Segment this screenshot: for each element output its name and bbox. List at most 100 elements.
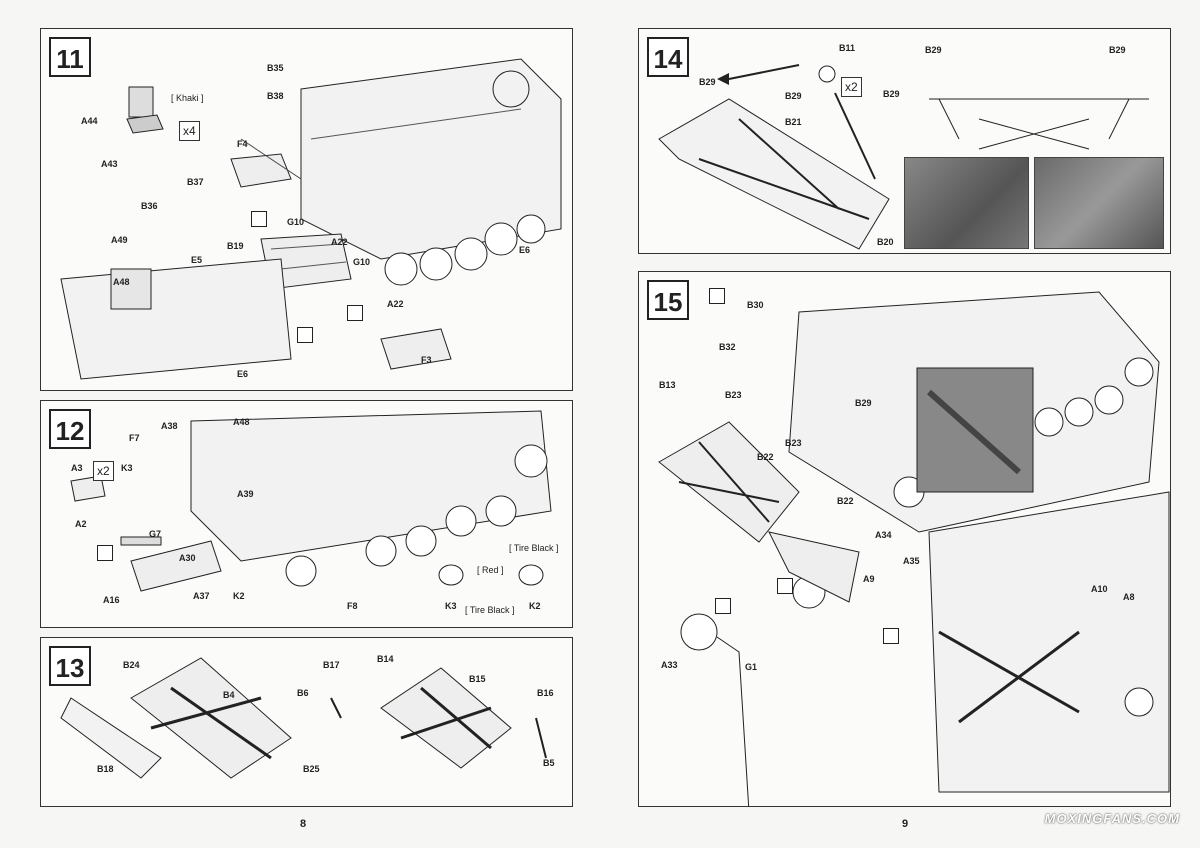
label-a38: A38 [161,421,178,431]
label-b23-2: B23 [785,438,802,448]
label-a44: A44 [81,116,98,126]
watermark: MOXINGFANS.COM [1044,811,1180,826]
label-b13: B13 [659,380,676,390]
label-b4: B4 [223,690,235,700]
label-b20: B20 [877,237,894,247]
step-15-panel: 15 B30 B32 B13 B23 B22 B23 [638,271,1171,807]
label-e6: E6 [519,245,531,255]
label-a2: A2 [75,519,87,529]
label-a49: A49 [111,235,128,245]
label-a3: A3 [71,463,83,473]
label-b29-3: B29 [925,45,942,55]
step-number: 15 [647,280,689,320]
step-12-drawing [70,410,552,592]
no-glue-icon [883,628,899,644]
step-14-panel: 14 B29 B11 B29 x2 B21 B20 B29 B29 B29 [638,28,1171,254]
glue-icon [347,305,363,321]
label-k2-2: K2 [529,601,541,611]
label-a37: A37 [193,591,210,601]
label-k2: K2 [233,591,245,601]
label-f7: F7 [129,433,140,443]
paint-icon [715,598,731,614]
label-b29-2: B29 [785,91,802,101]
reference-photo-2 [1034,157,1164,249]
label-f4: F4 [237,139,248,149]
step-15-drawing [658,291,1170,806]
page-number: 8 [300,818,307,830]
step-12-panel: 12 A3 x2 K3 A38 F7 A48 A39 A2 G7 A30 A16… [40,400,573,628]
label-a48: A48 [233,417,250,427]
label-b17: B17 [323,660,340,670]
label-b29: B29 [855,398,872,408]
page-number: 9 [902,818,909,830]
label-b15: B15 [469,674,486,684]
label-a10: A10 [1091,584,1108,594]
label-f3: F3 [421,355,432,365]
left-page: 11 A44 [40,28,573,830]
right-page: 14 B29 B11 B29 x2 B21 B20 B29 B29 B29 15 [600,0,1200,848]
label-a34: A34 [875,530,892,540]
label-red: [ Red ] [477,565,504,575]
multiplier: x2 [841,77,862,97]
label-a16: A16 [103,595,120,605]
label-a39: A39 [237,489,254,499]
label-tire-black-bottom: [ Tire Black ] [465,605,515,615]
label-b30: B30 [747,300,764,310]
label-e5: E5 [191,255,203,265]
multiplier: x4 [179,121,200,141]
label-b35: B35 [267,63,284,73]
paint-icon [97,545,113,561]
step-13-drawing [60,657,547,779]
label-f8: F8 [347,601,358,611]
step-number: 12 [49,409,91,449]
label-b14: B14 [377,654,394,664]
label-b29-4: B29 [1109,45,1126,55]
no-glue-icon [777,578,793,594]
step-14-drawing [658,64,1149,250]
reference-photo-1 [904,157,1029,249]
step-number: 13 [49,646,91,686]
label-b16: B16 [537,688,554,698]
label-b29: B29 [699,77,716,87]
label-k3: K3 [121,463,133,473]
paint-icon [251,211,267,227]
label-a48: A48 [113,277,130,287]
label-a22-2: A22 [387,299,404,309]
label-g1: G1 [745,662,758,672]
label-b21: B21 [785,117,802,127]
multiplier: x2 [93,461,114,481]
step-11-drawing [60,58,562,380]
label-g7: G7 [149,529,162,539]
label-b19: B19 [227,241,244,251]
label-b25: B25 [303,764,320,774]
label-b22-2: B22 [837,496,854,506]
label-tire-black-top: [ Tire Black ] [509,543,559,553]
label-k3-2: K3 [445,601,457,611]
no-glue-icon [297,327,313,343]
label-b6: B6 [297,688,309,698]
label-g10: G10 [287,217,305,227]
label-b32: B32 [719,342,736,352]
label-g10-2: G10 [353,257,371,267]
label-a9: A9 [863,574,875,584]
step-11-panel: 11 A44 [40,28,573,391]
step-13-panel: 13 B24 B4 B18 B25 B17 B14 B6 B15 B16 B5 [40,637,573,807]
label-b18: B18 [97,764,114,774]
label-b29-5: B29 [883,89,900,99]
label-b22: B22 [757,452,774,462]
label-b23: B23 [725,390,742,400]
label-khaki: [ Khaki ] [171,93,204,103]
step-number: 14 [647,37,689,77]
label-b5: B5 [543,758,555,768]
label-a30: A30 [179,553,196,563]
label-a43: A43 [101,159,118,169]
label-a33: A33 [661,660,678,670]
label-a8: A8 [1123,592,1135,602]
label-a35: A35 [903,556,920,566]
label-b36: B36 [141,201,158,211]
label-b24: B24 [123,660,140,670]
label-e6-2: E6 [237,369,249,379]
step-number: 11 [49,37,91,77]
no-glue-icon [709,288,725,304]
label-b38: B38 [267,91,284,101]
